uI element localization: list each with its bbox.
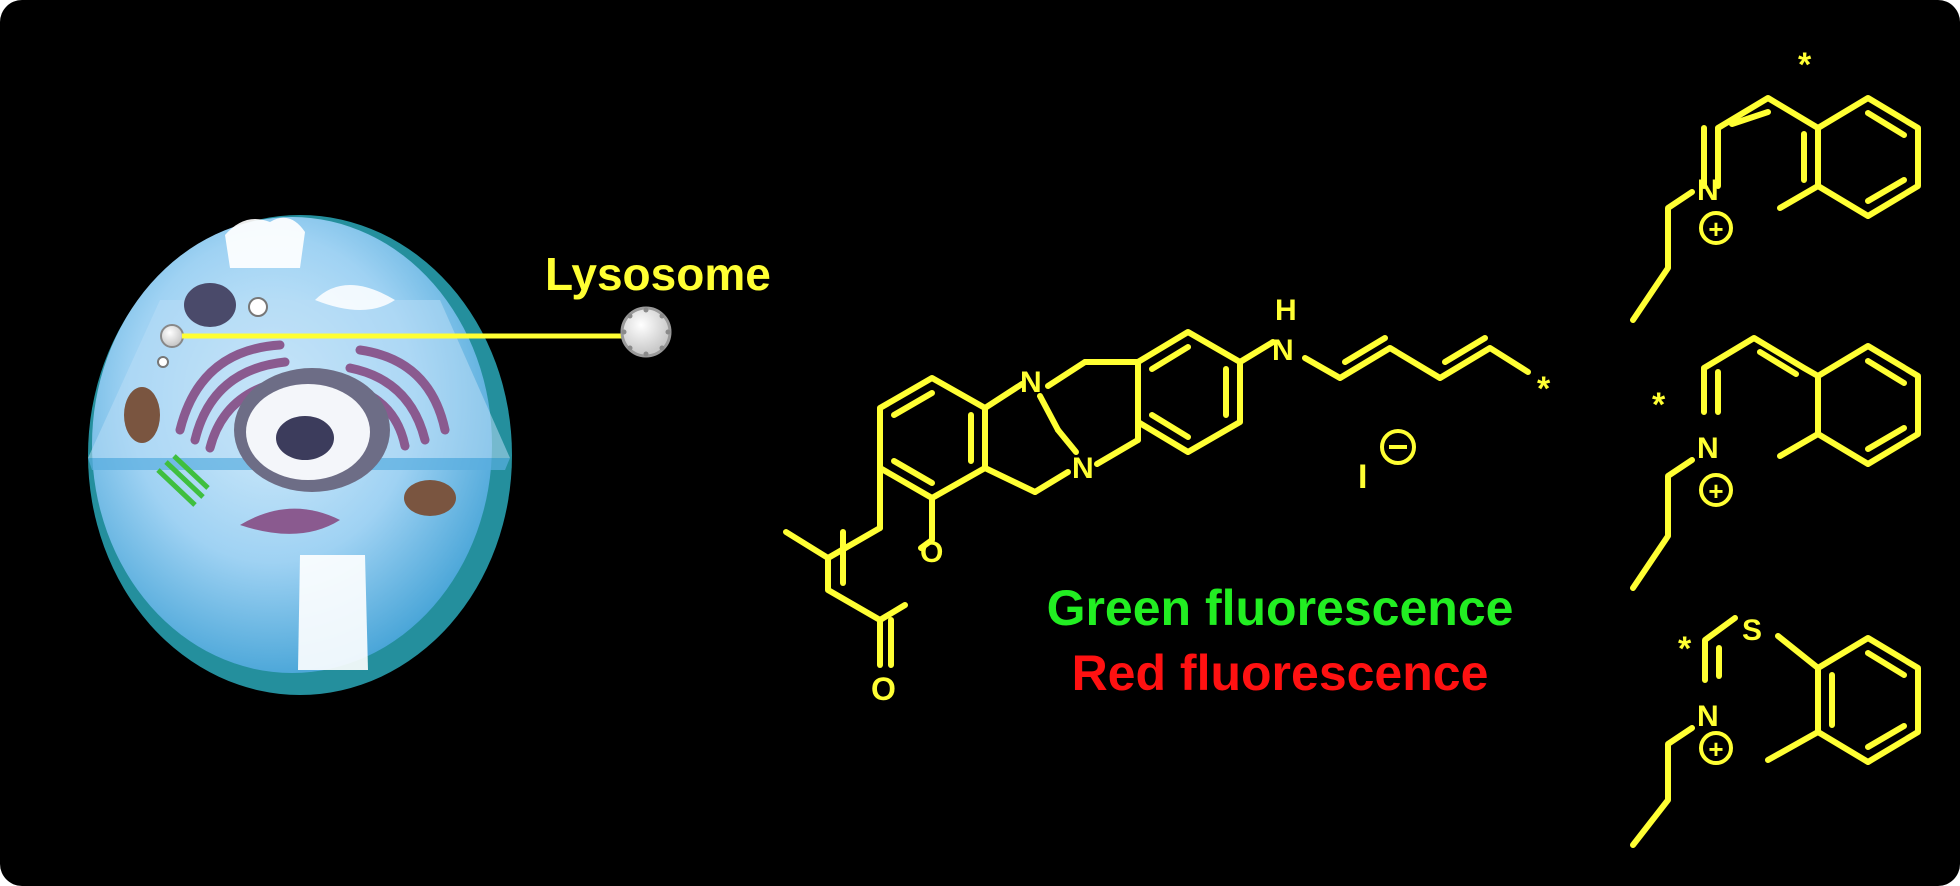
lysosome-in-cell <box>160 324 184 348</box>
membrane-protrusion-bottom <box>298 555 368 670</box>
benzo-double-bonds-3 <box>1829 650 1907 750</box>
benzo-double-bonds-2 <box>1865 358 1907 452</box>
bond-ring-to-n1 <box>982 381 1025 411</box>
probe-atoms: N N H N O O * I <box>871 294 1551 707</box>
membrane-protrusion-top <box>225 217 305 268</box>
lysosome-membrane-dots <box>621 307 671 357</box>
atom-n-amine: N <box>1272 334 1294 367</box>
atom-n-quin2: N <box>1697 432 1719 465</box>
plus-charge-quin1 <box>1699 211 1733 245</box>
atom-s: S <box>1742 614 1762 647</box>
lysosome-label: Lysosome <box>545 248 771 300</box>
atom-n-quin1: N <box>1697 174 1719 207</box>
quinolinium-4-substituent <box>1630 95 1921 323</box>
benzo-ring-3 <box>1815 635 1921 765</box>
plus-charge-quin2 <box>1699 473 1733 507</box>
star-attachment-btz: * <box>1678 630 1692 668</box>
polyene-chain <box>1302 345 1531 381</box>
thiazole-right <box>1765 633 1821 763</box>
thiazole-left <box>1702 615 1738 683</box>
mitochondrion-right <box>404 480 456 516</box>
ring2-bottom-bond <box>1777 431 1821 459</box>
golgi-body <box>184 283 236 327</box>
nucleolus <box>276 416 334 460</box>
red-fluorescence-label: Red fluorescence <box>1072 645 1489 701</box>
vacuole <box>240 508 340 534</box>
atom-o-ring: O <box>920 536 943 569</box>
atom-n-btz: N <box>1697 700 1719 733</box>
polyene-double-bonds <box>1342 335 1488 365</box>
star-attachment-probe: * <box>1537 370 1551 408</box>
bridge-bond-2 <box>1055 427 1079 455</box>
benzo-double-bonds-1 <box>1865 110 1907 204</box>
bond-n2-to-ring <box>1094 437 1141 467</box>
coumarin-benzo-double-bonds <box>891 390 974 486</box>
vesicle-small <box>248 297 268 317</box>
star-attachment-quin2: * <box>1652 386 1666 424</box>
atom-n-lower: N <box>1072 452 1094 485</box>
bond-ch2-to-n2 <box>1032 469 1071 495</box>
cell-illustration <box>88 215 512 695</box>
pyridinium-double-bonds-2 <box>1715 349 1799 415</box>
plus-charge-btz <box>1699 731 1733 765</box>
green-fluorescence-label: Green fluorescence <box>1047 580 1514 636</box>
mitochondrion-left <box>124 387 160 443</box>
right-benzene-double-bonds <box>1149 344 1229 440</box>
benzothiazolium-substituent <box>1630 615 1921 848</box>
plus-sign-quin1: + <box>1708 214 1723 244</box>
propyl-chain-1 <box>1630 189 1695 323</box>
benzo-ring-1 <box>1815 95 1921 219</box>
bond-n1-to-ch2 <box>1045 359 1088 389</box>
atom-n-upper: N <box>1020 366 1042 399</box>
plus-sign-quin2: + <box>1708 476 1723 506</box>
star-attachment-quin1: * <box>1798 46 1812 84</box>
pyridinium-double-bonds-1 <box>1729 109 1807 183</box>
centriole <box>156 454 210 507</box>
bond-ring-to-ch2 <box>982 465 1038 495</box>
iodide-charge <box>1380 429 1416 465</box>
propyl-chain-3 <box>1630 725 1695 848</box>
quinolinium-2-substituent <box>1630 335 1921 591</box>
bond-benzene-nh <box>1237 339 1276 365</box>
pyranone-ring-right <box>918 495 935 551</box>
plus-sign-btz: + <box>1708 734 1723 764</box>
minus-charge-circle <box>1380 429 1416 465</box>
atom-h: H <box>1275 294 1297 327</box>
pyridinium-ring-1 <box>1715 95 1821 211</box>
bridge-bond-1 <box>1037 393 1061 433</box>
pyridinium-ring-2 <box>1701 335 1821 415</box>
probe-molecule <box>783 329 1531 668</box>
atom-o-carbonyl: O <box>871 671 896 707</box>
propyl-chain-2 <box>1630 457 1695 591</box>
vesicle-tiny <box>157 356 169 368</box>
iodide-atom: I <box>1358 458 1367 496</box>
smooth-er-top <box>315 285 395 310</box>
methyl-bond <box>783 529 831 561</box>
